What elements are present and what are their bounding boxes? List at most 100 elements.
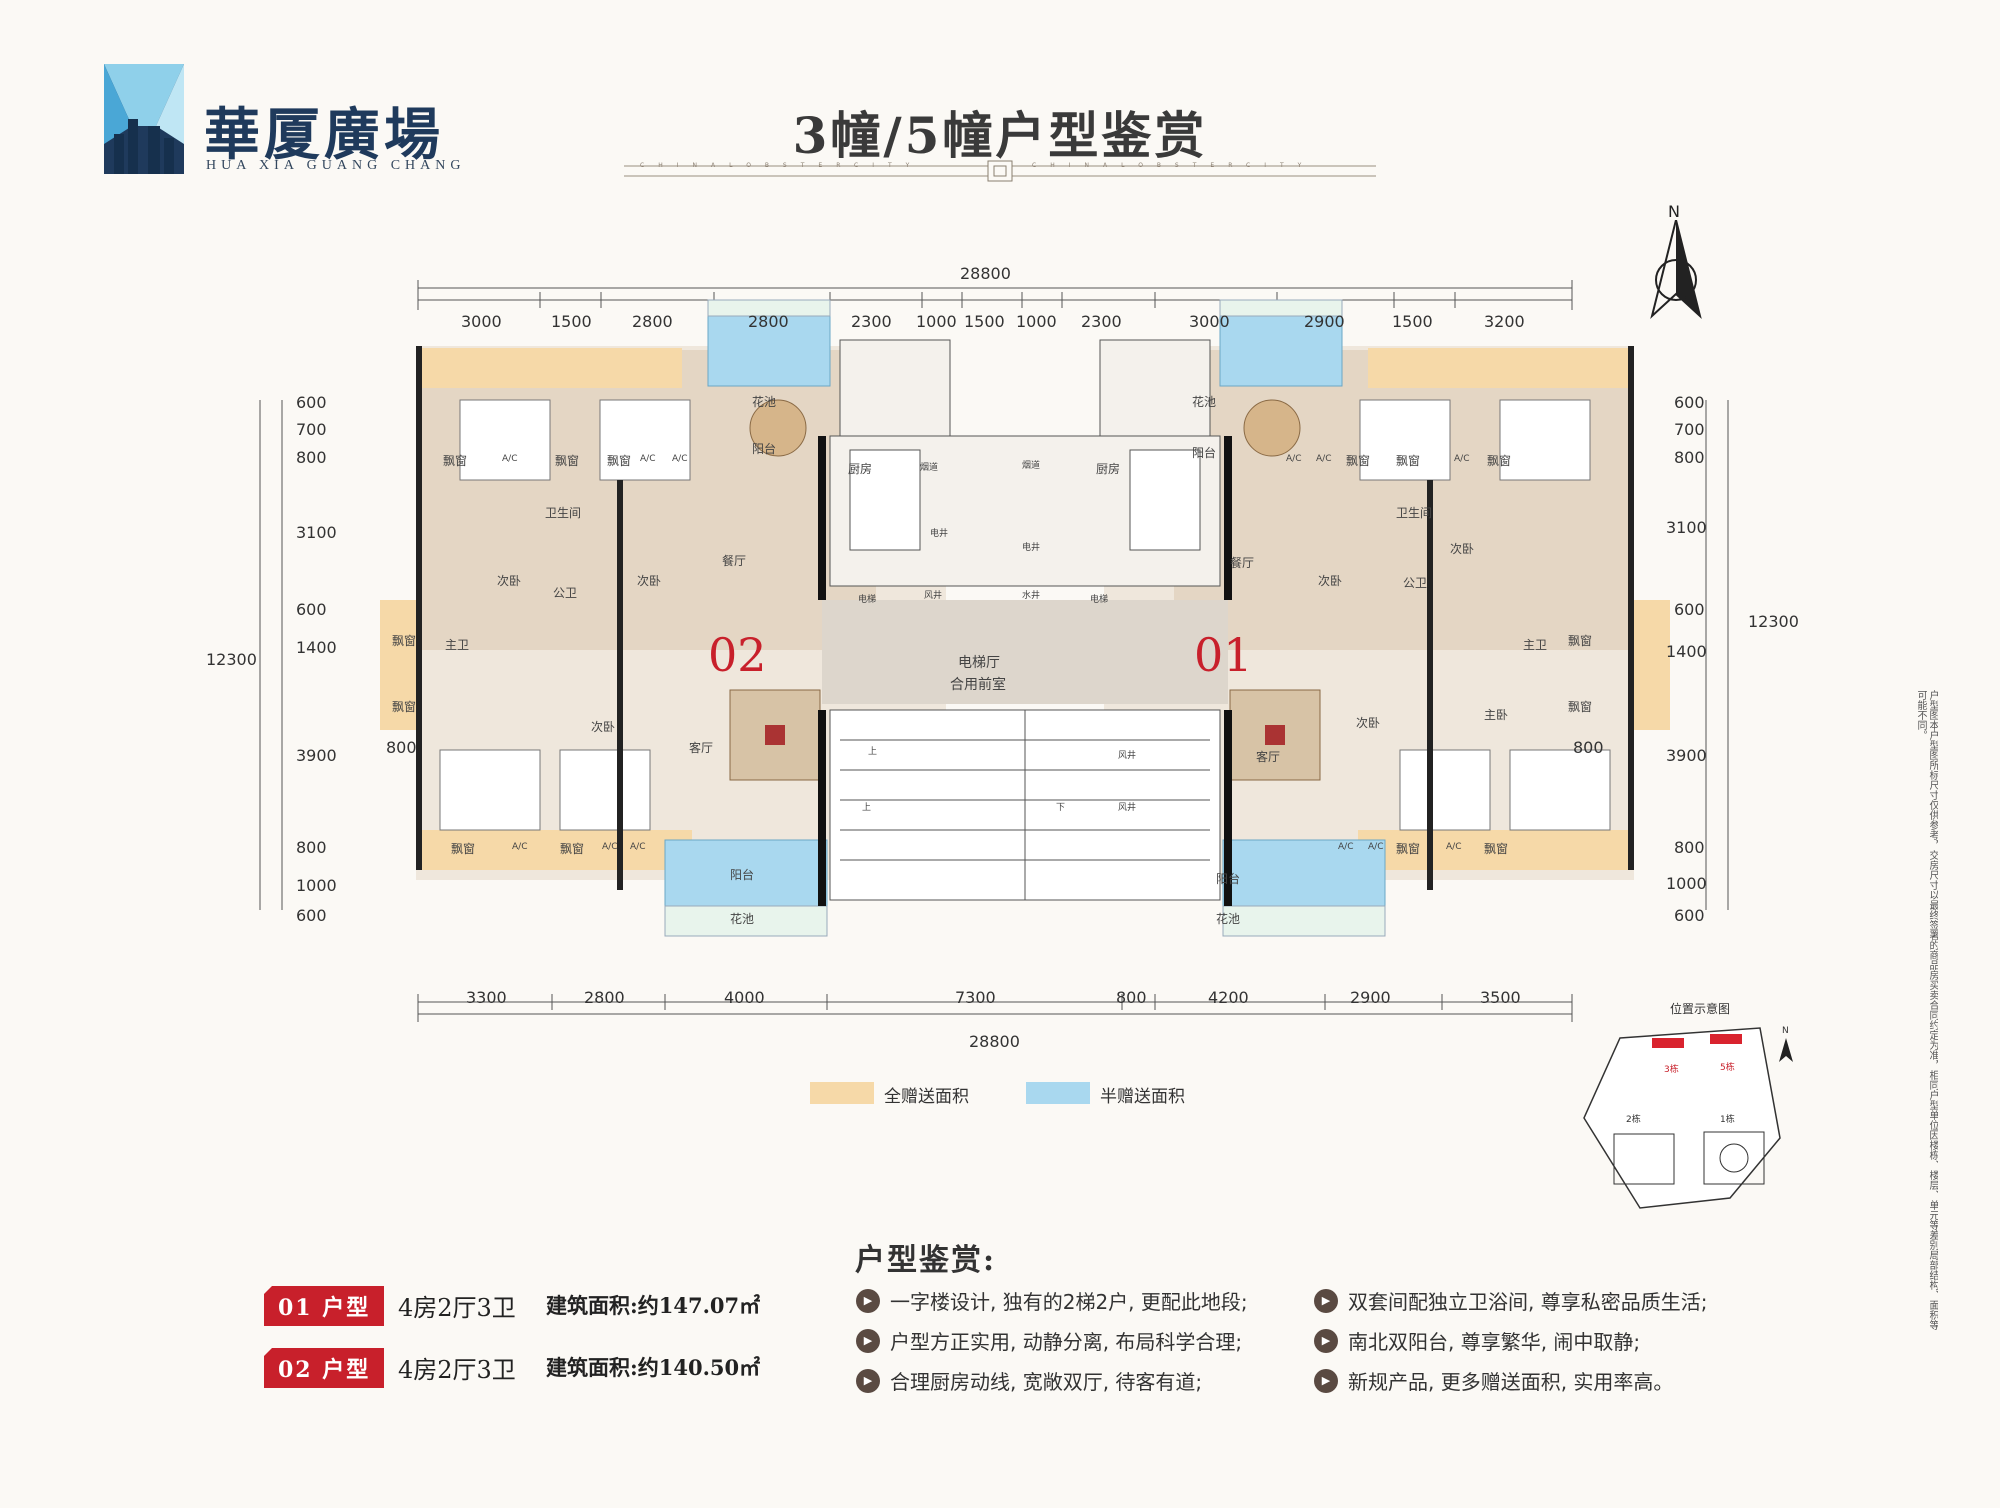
room-public-wc: 公卫 [1403,576,1428,590]
room-second-bed: 次卧 [1450,542,1475,556]
side-note: 户型图本户型图所标尺寸仅供参考，交房尺寸以最终签署的商品房买卖合同约定为准，相同… [1916,690,1938,1330]
room-ac: A/C [1454,454,1470,464]
room-bay: 飘窗 [1568,700,1593,714]
room-bay: 飘窗 [1484,842,1509,856]
room-garden: 花池 [730,912,755,926]
stair-down: 下 [1056,803,1066,813]
room-ac: A/C [1368,842,1384,852]
dim-right: 3900 [1666,746,1707,765]
dim-right: 700 [1674,420,1705,439]
room-second-bed: 次卧 [497,574,522,588]
dim-top: 1000 [1016,312,1057,331]
room-flue: 烟道 [920,463,939,473]
room-dining: 餐厅 [1230,556,1255,570]
stair-up: 上 [868,747,878,757]
room-ac: A/C [1286,454,1302,464]
dim-top: 1000 [916,312,957,331]
dim-top: 1500 [964,312,1005,331]
compass-label: N [1668,202,1680,221]
feature-item: ▶新规产品, 更多赠送面积, 实用率高。 [1314,1366,1673,1395]
room-bay: 飘窗 [392,634,417,648]
room-ac: A/C [1338,842,1354,852]
room-ac: A/C [502,454,518,464]
dim-bottom: 800 [1116,988,1147,1007]
room-ac: A/C [1316,454,1332,464]
brand-name-cn: 華厦廣場 [204,102,444,168]
room-second-bed: 次卧 [591,720,616,734]
site-b2: 2栋 [1626,1115,1641,1125]
dim-left-total: 12300 [206,650,257,669]
room-bay: 飘窗 [451,842,476,856]
unit-02-badge: 02 户型 [264,1348,385,1388]
room-elevator: 电梯 [858,595,877,605]
dim-left: 3900 [296,746,337,765]
legend-label-full: 全赠送面积 [884,1087,969,1107]
feature-item: ▶一字楼设计, 独有的2梯2户, 更配此地段; [856,1286,1248,1315]
play-icon: ▶ [1314,1288,1338,1313]
room-bath: 卫生间 [545,506,582,520]
dim-bottom: 2900 [1350,988,1391,1007]
play-icon: ▶ [856,1368,880,1393]
room-air-shaft: 风井 [1118,803,1137,813]
site-b1: 1栋 [1720,1115,1735,1125]
dim-right: 600 [1674,393,1705,412]
room-master-wc: 主卫 [445,638,470,652]
dim-top: 1500 [1392,312,1433,331]
dim-bottom: 4200 [1208,988,1249,1007]
play-icon: ▶ [1314,1328,1338,1353]
dim-right: 3100 [1666,518,1707,537]
dim-left: 1400 [296,638,337,657]
room-balcony: 阳台 [1216,872,1241,886]
dim-right: 1000 [1666,874,1707,893]
dim-left-side: 800 [386,738,417,757]
legend-label-half: 半赠送面积 [1100,1087,1185,1107]
room-second-bed: 次卧 [1356,716,1381,730]
unit-label-02: 02 [708,628,767,682]
north-arrow-icon [1650,220,1702,319]
room-dining: 餐厅 [722,554,747,568]
room-bay: 飘窗 [607,454,632,468]
room-garden: 花池 [1216,912,1241,926]
dim-top: 2800 [632,312,673,331]
dim-top: 2900 [1304,312,1345,331]
room-air-shaft: 风井 [1118,751,1137,761]
room-master-wc: 主卫 [1523,638,1548,652]
brand-name-en: HUA XIA GUANG CHANG [206,158,466,173]
legend-swatch-half [1026,1082,1090,1104]
title-rule-text-right: CHINALOBSTERCITY [1032,162,1316,169]
room-balcony: 阳台 [730,868,755,882]
room-second-bed: 次卧 [637,574,662,588]
dim-top: 3200 [1484,312,1525,331]
room-public-wc: 公卫 [553,586,578,600]
site-north-arrow-icon [1779,1038,1793,1062]
room-flue: 烟道 [1022,461,1041,471]
room-elec-shaft: 电井 [1022,543,1041,553]
unit-02-type: 4房2厅3卫 [398,1356,516,1384]
room-ac: A/C [602,842,618,852]
room-balcony: 阳台 [752,442,777,456]
room-balcony: 阳台 [1192,446,1217,460]
site-b5: 5栋 [1720,1063,1735,1073]
room-kitchen: 厨房 [848,462,873,476]
dim-left: 800 [296,448,327,467]
feature-item: ▶双套间配独立卫浴间, 尊享私密品质生活; [1314,1286,1707,1315]
dim-right: 800 [1674,838,1705,857]
dim-top: 3000 [1189,312,1230,331]
unit-01-badge: 01 户型 [264,1286,385,1326]
dim-right: 800 [1674,448,1705,467]
dim-bottom: 4000 [724,988,765,1007]
room-ac: A/C [1446,842,1462,852]
site-map-title: 位置示意图 [1670,1002,1731,1016]
room-garden: 花池 [752,395,777,409]
dim-left: 700 [296,420,327,439]
site-north: N [1782,1026,1789,1036]
room-garden: 花池 [1192,395,1217,409]
room-bay: 飘窗 [560,842,585,856]
room-bay: 飘窗 [392,700,417,714]
room-living: 客厅 [1256,750,1281,764]
room-ac: A/C [672,454,688,464]
dim-bottom-total: 28800 [969,1032,1020,1051]
room-bay: 飘窗 [1346,454,1371,468]
room-elevator: 电梯 [1090,595,1109,605]
logo-mark [104,64,184,174]
